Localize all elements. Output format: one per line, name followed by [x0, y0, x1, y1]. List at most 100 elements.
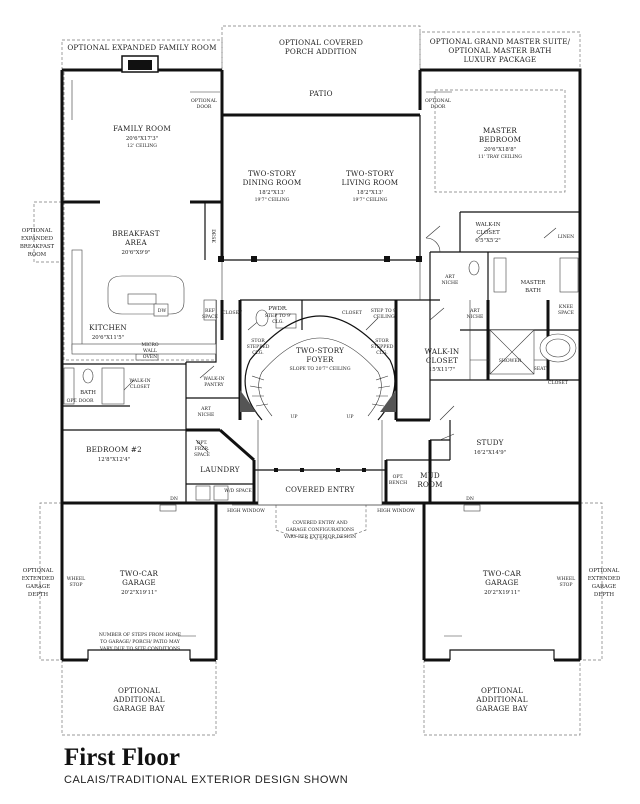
- label-master-1: MASTER: [483, 126, 518, 135]
- label-closet-3: CLOSET: [548, 380, 569, 386]
- label-garage-right-1: TWO-CAR: [483, 569, 522, 578]
- label-micro-2: WALL: [143, 348, 157, 354]
- label-door-2: DOOR: [431, 104, 446, 110]
- label-living-dim: 18'2"X13': [357, 190, 383, 196]
- label-art-niche-1b: NICHE: [442, 280, 459, 286]
- label-bay-right-3: GARAGE BAY: [476, 704, 528, 713]
- label-entry-note-2: GARAGE CONFIGURATIONS: [286, 527, 354, 533]
- label-micro-1: MICRO: [141, 342, 158, 348]
- interior-walls: [62, 70, 580, 503]
- label-garage-left-1: TWO-CAR: [120, 569, 159, 578]
- label-bay-left-2: ADDITIONAL: [112, 695, 164, 704]
- label-garage-left-dim: 20'2"X19'11": [121, 590, 157, 596]
- label-step-2: CLG.: [272, 319, 284, 325]
- label-wd-space: W/D SPACE: [224, 488, 251, 494]
- staircase: [240, 315, 396, 421]
- label-optional-door-2: OPTIONAL: [425, 98, 451, 104]
- label-garage-right-dim: 20'2"X19'11": [484, 590, 520, 596]
- label-stor-2a: STEPPED: [247, 344, 270, 350]
- label-stor-1a: STOR: [251, 338, 265, 344]
- label-up-1: UP: [291, 414, 298, 420]
- label-steps-note-1: NUMBER OF STEPS FROM HOME: [99, 632, 181, 638]
- label-opt-ext-left-2: EXTENDED: [22, 576, 55, 582]
- label-laundry: LAUNDRY: [200, 465, 239, 474]
- label-master-bath-2: BATH: [525, 288, 541, 294]
- label-opt-ext-left-1: OPTIONAL: [23, 568, 54, 574]
- label-breakfast-1: BREAKFAST: [112, 229, 160, 238]
- label-micro-3: OVEN: [143, 354, 157, 360]
- label-dn-2: DN: [466, 496, 474, 502]
- label-opt-breakfast-3: BREAKFAST: [20, 244, 55, 250]
- label-optional-porch-1: OPTIONAL COVERED: [279, 38, 363, 47]
- label-closet-2: CLOSET: [342, 310, 363, 316]
- label-step-1: STEP TO 9': [265, 313, 292, 319]
- label-optional-family: OPTIONAL EXPANDED FAMILY ROOM: [67, 43, 216, 52]
- label-opt-ext-right-4: DEPTH: [594, 592, 614, 598]
- label-art-niche-2a: ART: [469, 308, 481, 314]
- label-breakfast-dim: 20'6"X9'9": [122, 250, 151, 256]
- label-knee-1: KNEE: [559, 304, 573, 310]
- label-wic-large-dim: 15'X11'7": [429, 367, 455, 373]
- label-master-ceiling: 11' TRAY CEILING: [478, 154, 522, 160]
- bath-fixtures: [63, 257, 579, 501]
- fireplace-icon: [121, 55, 159, 73]
- label-living-1: TWO-STORY: [346, 169, 394, 178]
- label-study: STUDY: [476, 438, 503, 447]
- label-living-ceiling: 19'7" CEILING: [353, 197, 388, 203]
- label-linen: LINEN: [558, 234, 574, 240]
- room-labels: OPTIONAL EXPANDED FAMILY ROOM OPTIONAL C…: [20, 37, 621, 713]
- label-garage-right-2: GARAGE: [485, 578, 519, 587]
- label-wheel-stop-right-1: WHEEL: [557, 576, 576, 582]
- label-wheel-stop-left-2: STOP: [69, 582, 82, 588]
- label-opt-bench-1: OPT.: [393, 474, 404, 480]
- label-family-ceiling: 12' CEILING: [127, 143, 157, 149]
- label-seat: SEAT: [534, 366, 548, 372]
- label-opt-ext-right-1: OPTIONAL: [589, 568, 620, 574]
- label-covered-entry: COVERED ENTRY: [285, 485, 354, 494]
- label-stor-3b: CLG.: [376, 350, 388, 356]
- label-wic-small-2: CLOSET: [476, 230, 500, 236]
- label-opt-breakfast-1: OPTIONAL: [22, 228, 53, 234]
- label-wic-large-1: WALK-IN: [425, 347, 460, 356]
- label-opt-bench-2: BENCH: [389, 480, 407, 486]
- garage-steps: [159, 504, 481, 637]
- label-master-bath-1: MASTER: [521, 280, 547, 286]
- label-wic-small-dim: 6'5"X5'2": [475, 238, 500, 244]
- label-dn-1: DN: [170, 496, 178, 502]
- label-bedroom2-dim: 12'8"X12'4": [98, 457, 130, 463]
- label-opt-breakfast-2: EXPANDED: [21, 236, 54, 242]
- label-dining-2: DINING ROOM: [243, 178, 302, 187]
- label-bay-left-1: OPTIONAL: [118, 686, 160, 695]
- label-optional-master-1: OPTIONAL GRAND MASTER SUITE/: [430, 37, 571, 46]
- column-markers: [218, 256, 422, 472]
- label-opt-breakfast-4: ROOM: [28, 252, 47, 258]
- label-dining-1: TWO-STORY: [248, 169, 296, 178]
- label-ref-1: REF: [205, 308, 215, 314]
- label-art-niche-2b: NICHE: [467, 314, 484, 320]
- label-closet-1: CLOSET: [222, 310, 243, 316]
- label-step-ceiling-1: STEP TO 9': [371, 308, 398, 314]
- label-opt-door: OPT. DOOR: [67, 398, 94, 404]
- label-walkin-pantry-2: PANTRY: [204, 382, 224, 388]
- exterior-walls: [60, 68, 582, 662]
- label-shower: SHOWER: [499, 358, 522, 364]
- label-breakfast-2: AREA: [124, 238, 147, 247]
- label-up-2: UP: [347, 414, 354, 420]
- label-entry-note-3: VARY PER EXTERIOR DESIGN: [283, 534, 356, 540]
- label-dining-dim: 18'2"X13': [259, 190, 285, 196]
- label-steps-note-3: VARY DUE TO SITE CONDITIONS: [99, 646, 180, 652]
- label-stor-3a: CLG.: [252, 350, 264, 356]
- label-optional-door-1: OPTIONAL: [191, 98, 217, 104]
- label-study-dim: 16'2"X14'9": [474, 450, 506, 456]
- label-opt-ext-left-3: GARAGE: [26, 584, 50, 590]
- label-optional-master-3: LUXURY PACKAGE: [464, 55, 537, 64]
- label-dining-ceiling: 19'7" CEILING: [255, 197, 290, 203]
- label-wheel-stop-left-1: WHEEL: [67, 576, 86, 582]
- label-wic-large-2: CLOSET: [426, 356, 458, 365]
- label-entry-note-1: COVERED ENTRY AND: [292, 520, 347, 526]
- label-high-window-1: HIGH WINDOW: [227, 508, 265, 514]
- label-opt-frzr-2: FRZR.: [195, 446, 210, 452]
- label-stor-1b: STOR: [375, 338, 389, 344]
- label-opt-frzr-1: OPT.: [197, 440, 208, 446]
- label-bay-right-1: OPTIONAL: [481, 686, 523, 695]
